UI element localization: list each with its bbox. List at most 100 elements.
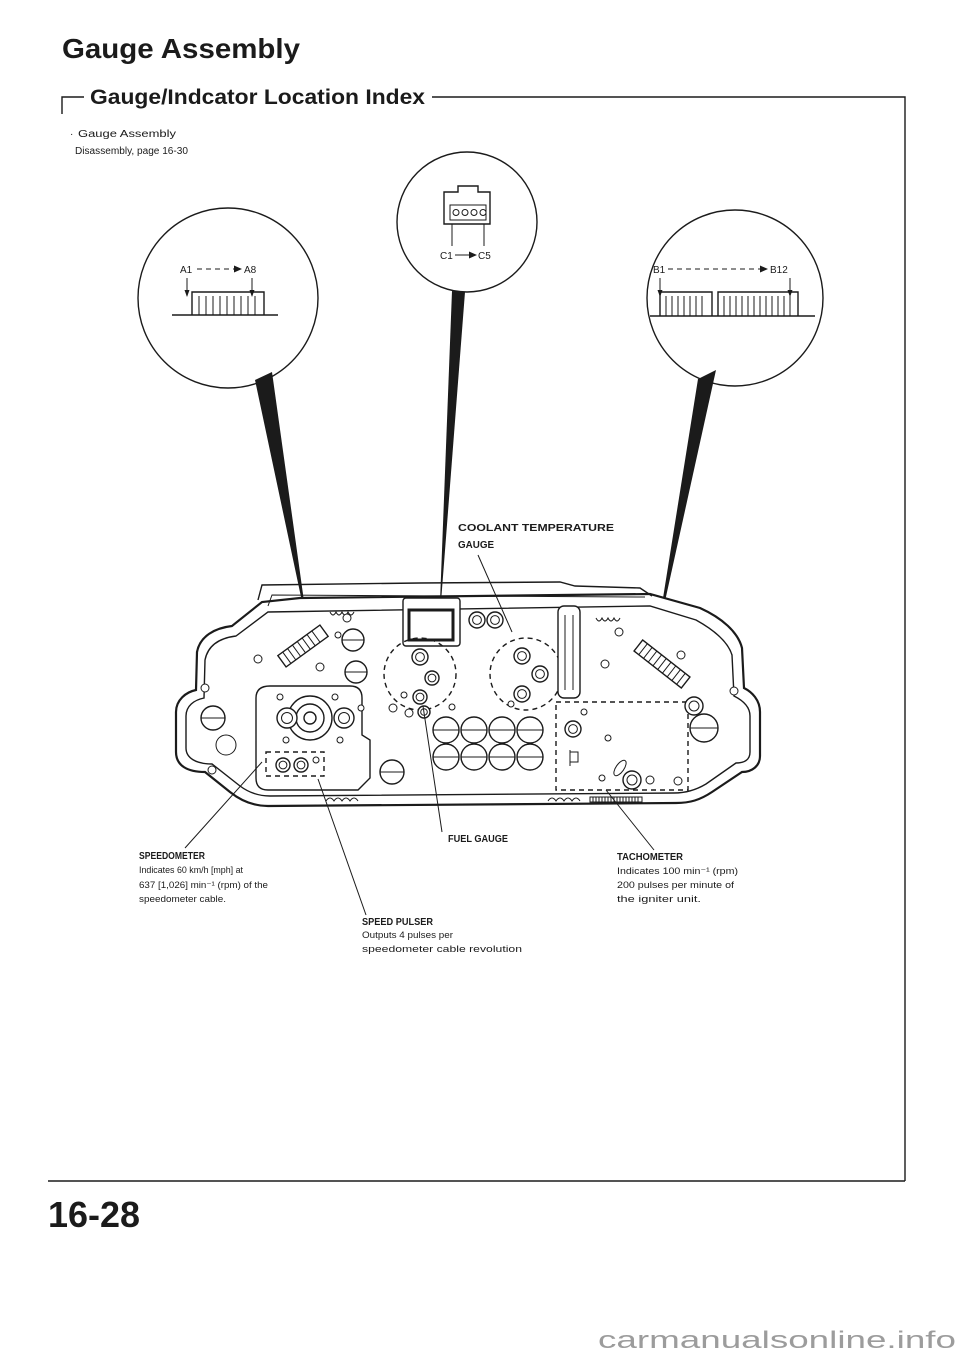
connector-b-last-pin: B12 (770, 265, 788, 276)
section-title: Gauge/Indcator Location Index (90, 86, 425, 109)
printed-circuit-strip (589, 796, 643, 803)
cluster-fasteners (200, 611, 739, 786)
screw-recess (415, 652, 425, 662)
bulb-socket (341, 628, 365, 652)
cluster-top-ridge-inner (267, 594, 646, 607)
mounting-hole (604, 734, 612, 742)
bulb-socket (460, 743, 488, 771)
screw-recess (535, 669, 545, 679)
page-number: 16-28 (48, 1194, 140, 1235)
mounting-hole (200, 683, 210, 693)
screw-head (276, 707, 298, 729)
speed-pulser-callout: SPEED PULSER Outputs 4 pulses per speedo… (317, 778, 522, 955)
connector-b-socket (633, 639, 691, 689)
tachometer-leader-line (605, 789, 655, 851)
connector-a-last-pin: A8 (244, 265, 257, 276)
screw-recess (517, 689, 527, 699)
connector-pin (676, 672, 686, 685)
coolant-label-line-1: COOLANT TEMPERATURE (458, 523, 614, 534)
tachometer-terminal (613, 759, 627, 777)
note-bullet: · (70, 129, 73, 140)
screw (486, 611, 504, 629)
screw-recess (427, 673, 437, 683)
fuel-gauge-label: FUEL GAUGE (448, 834, 508, 845)
mounting-hole (253, 654, 263, 664)
fuel-leader-line (422, 705, 443, 833)
connector-pin (311, 630, 321, 643)
wiring-clip (595, 616, 621, 622)
connector-pin (662, 661, 672, 674)
connector-c-last-pin: C5 (478, 251, 491, 262)
mounting-hole (598, 774, 606, 782)
pin-range-arrowhead (469, 251, 477, 259)
speedometer-text-line: 637 [1,026] min⁻¹ (rpm) of the (139, 880, 268, 891)
mounting-hole (729, 686, 739, 696)
gauge-assembly (174, 581, 762, 808)
tachometer-terminal (569, 750, 579, 766)
mounting-hole (507, 700, 515, 708)
screw-head (564, 720, 582, 738)
connector-a-pointer (255, 372, 308, 630)
speed-pulser-area (265, 751, 325, 777)
connector-a-first-pin: A1 (180, 265, 193, 276)
bulb-socket (200, 705, 226, 731)
detail-circle (137, 207, 319, 389)
tachometer-label: TACHOMETER (617, 852, 684, 863)
screw-recess (338, 712, 350, 724)
screw-head (513, 647, 531, 665)
tachometer (555, 696, 704, 791)
screw (276, 707, 298, 729)
connector-pin (657, 658, 667, 670)
screw (564, 720, 582, 738)
detail-circle (396, 151, 538, 293)
frame-top-left (61, 96, 84, 114)
bulb-socket (516, 716, 544, 744)
mounting-hole (282, 736, 290, 744)
wiring-clip (329, 610, 355, 616)
pin-pointer-arrowhead (184, 290, 190, 297)
mounting-hole (673, 776, 683, 786)
connector-pin (282, 651, 292, 664)
bulb-socket (689, 713, 719, 743)
connector-b-pointer (656, 370, 716, 642)
mounting-hole (342, 613, 352, 623)
mounting-hole (614, 627, 624, 637)
connector-body-left (659, 291, 713, 316)
screw-head (513, 685, 531, 703)
cluster-top-ridge (257, 581, 653, 601)
speedometer-text-line: speedometer cable. (139, 894, 226, 905)
watermark: carmanualsonline.info (598, 1327, 956, 1354)
pin-pointer-arrowhead (249, 290, 255, 297)
mounting-hole (312, 756, 320, 764)
connector-pin (643, 647, 653, 659)
connector-pin (296, 641, 306, 654)
speedometer-leader-line (184, 761, 263, 849)
page-title: Gauge Assembly (62, 33, 300, 64)
screw (333, 707, 355, 729)
screw (684, 696, 704, 716)
speedometer (255, 685, 371, 791)
speedometer-text-line: Indicates 60 km/h [mph] at (139, 865, 243, 876)
connector-terminal (452, 209, 460, 216)
screw-recess (415, 692, 425, 702)
mounting-hole (388, 703, 398, 713)
coolant-leader-line (477, 554, 513, 633)
connector-pin (671, 669, 681, 681)
connector-pin (301, 637, 311, 650)
connector-pin (287, 648, 297, 661)
screw-recess (626, 774, 638, 786)
mounting-hole (207, 765, 217, 775)
pin-range-arrowhead (234, 265, 242, 273)
frame-top-right (432, 96, 906, 1181)
mounting-hole (357, 704, 365, 712)
screw-recess (517, 651, 527, 661)
screw (622, 770, 642, 790)
speedometer-callout: SPEEDOMETER Indicates 60 km/h [mph] at 6… (139, 761, 268, 905)
tachometer-text-line: Indicates 100 min⁻¹ (rpm) (617, 866, 738, 877)
speedometer-housing (255, 685, 371, 791)
connector-a-detail: A1 A8 (137, 207, 319, 389)
bulb-socket (516, 743, 544, 771)
bulb-socket (460, 716, 488, 744)
screw-head (412, 689, 428, 705)
connector-b-first-pin: B1 (653, 265, 666, 276)
